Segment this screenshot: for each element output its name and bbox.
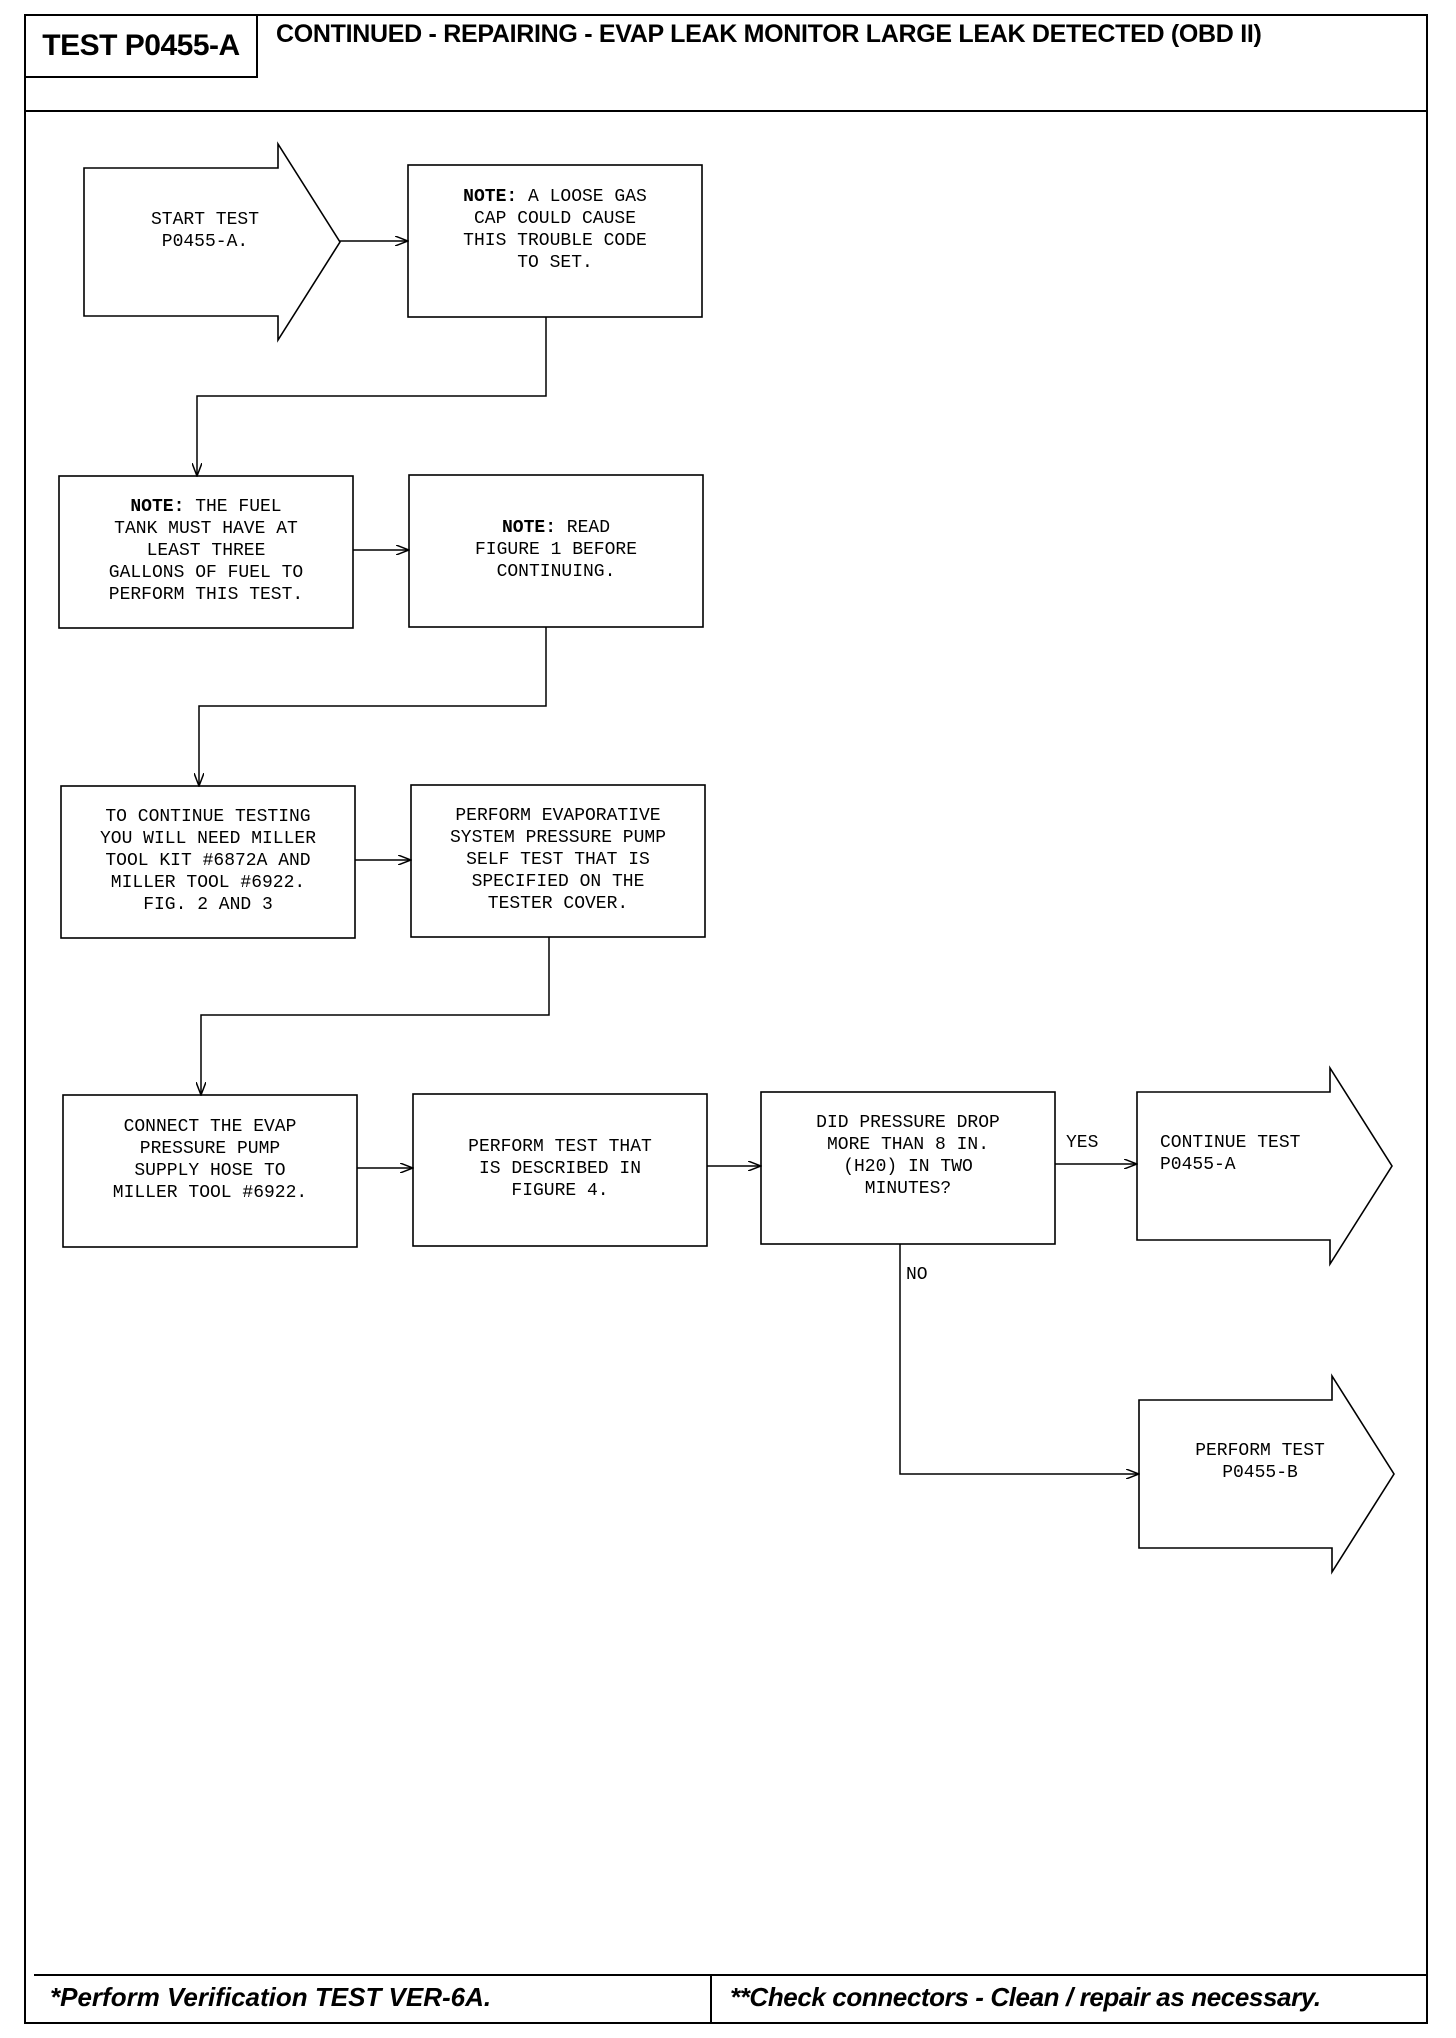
self-test-text: PERFORM EVAPORATIVE SYSTEM PRESSURE PUMP…	[449, 806, 667, 914]
test-id: TEST P0455-A	[24, 14, 258, 78]
connect-box	[62, 1094, 358, 1248]
perform-b-arrow-shape	[1138, 1373, 1395, 1575]
note3-body: READ FIGURE 1 BEFORE CONTINUING.	[474, 518, 638, 582]
tools-box	[60, 785, 356, 939]
continue-arrow-shape	[1136, 1065, 1393, 1267]
edge-note1-note2	[197, 317, 547, 476]
footer-connector-note: **Check connectors - Clean / repair as n…	[730, 1982, 1321, 2012]
note2-body: THE FUEL TANK MUST HAVE AT LEAST THREE G…	[108, 497, 304, 605]
note2-box	[58, 475, 354, 629]
edge-selftest-connect	[201, 937, 550, 1095]
no-label: NO	[906, 1265, 928, 1285]
perform-fig4-text: PERFORM TEST THAT IS DESCRIBED IN FIGURE…	[468, 1137, 652, 1201]
tools-text: TO CONTINUE TESTING YOU WILL NEED MILLER…	[99, 807, 317, 915]
start-arrow-shape	[83, 141, 341, 343]
note2-text: NOTE: THE FUEL TANK MUST HAVE AT LEAST T…	[59, 496, 353, 606]
note1-label: NOTE:	[463, 187, 518, 207]
footer-divider	[710, 1974, 712, 2024]
perform-b-text: PERFORM TEST P0455-B	[1195, 1441, 1325, 1483]
note1-body: A LOOSE GAS CAP COULD CAUSE THIS TROUBLE…	[463, 187, 647, 273]
page-frame	[24, 14, 1428, 2024]
edge-note3-tools	[199, 627, 547, 786]
footer-bar	[34, 1974, 1428, 2024]
page-title: CONTINUED - REPAIRING - EVAP LEAK MONITO…	[276, 20, 1262, 48]
note1-text: NOTE: A LOOSE GAS CAP COULD CAUSE THIS T…	[408, 186, 702, 274]
continue-text: CONTINUE TEST P0455-A	[1160, 1133, 1301, 1175]
note2-label: NOTE:	[130, 497, 185, 517]
note3-label: NOTE:	[501, 518, 556, 538]
decision-text: DID PRESSURE DROP MORE THAN 8 IN. (H20) …	[816, 1113, 1000, 1199]
footer-verification-note: *Perform Verification TEST VER-6A.	[50, 1982, 492, 2012]
edge-decision-no	[899, 1244, 1139, 1474]
start-text: START TEST P0455-A.	[150, 210, 260, 252]
connect-text: CONNECT THE EVAP PRESSURE PUMP SUPPLY HO…	[112, 1117, 308, 1203]
header-bar	[24, 14, 1428, 112]
yes-label: YES	[1066, 1133, 1099, 1153]
note3-text: NOTE: READ FIGURE 1 BEFORE CONTINUING.	[409, 517, 703, 583]
